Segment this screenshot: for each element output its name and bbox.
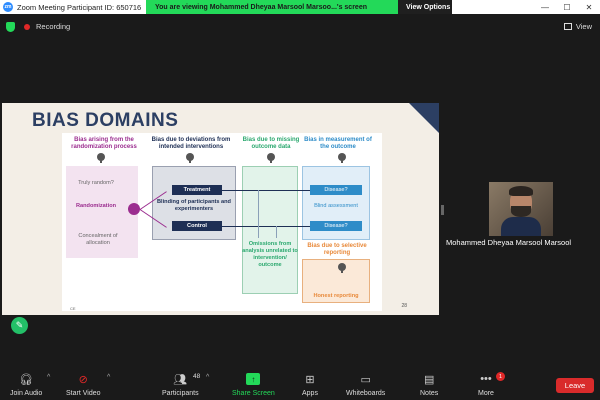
security-shield-icon[interactable] <box>6 22 15 32</box>
minimize-button[interactable]: — <box>541 2 549 12</box>
slide-corner-decoration <box>409 103 439 133</box>
truly-random-label: Truly random? <box>78 180 114 186</box>
shared-screen-slide: BIAS DOMAINS Bias arising from the rando… <box>2 103 439 315</box>
connector-line-missing-b <box>276 226 277 238</box>
pin-deviations-icon <box>186 153 194 163</box>
participant-body <box>501 217 541 236</box>
whiteboard-icon: ▭ <box>360 373 371 386</box>
view-options-label: View Options <box>406 3 451 11</box>
header-measurement: Bias in measurement of the outcome <box>304 137 372 150</box>
randomization-node-icon <box>128 203 140 215</box>
window-controls: — ☐ ✕ <box>534 0 600 14</box>
participants-icon: 👥︎ <box>173 373 188 386</box>
header-reporting: Bias due to selective reporting <box>307 243 367 256</box>
treatment-box: Treatment <box>172 185 222 195</box>
participant-video-tile[interactable] <box>489 182 553 236</box>
share-screen-button[interactable]: ↑ Share Screen <box>232 372 275 397</box>
randomization-label: Randomization <box>75 203 117 209</box>
apps-icon: ⊞ <box>305 373 315 386</box>
participant-name: Mohammed Dheyaa Marsool Marsool <box>446 238 572 247</box>
start-video-label: Start Video <box>66 390 101 397</box>
slide-number: 28 <box>401 303 407 309</box>
more-label: More <box>478 390 494 397</box>
share-screen-icon: ↑ <box>246 373 261 385</box>
share-screen-label: Share Screen <box>232 390 275 397</box>
maximize-button[interactable]: ☐ <box>563 2 571 12</box>
splitter-handle[interactable] <box>441 205 444 215</box>
more-button[interactable]: ••• More <box>478 372 494 397</box>
recording-dot-icon <box>24 23 30 30</box>
honest-reporting-label: Honest reporting <box>313 293 359 299</box>
apps-label: Apps <box>302 390 318 397</box>
missing-data-panel <box>242 166 298 294</box>
view-button[interactable]: View <box>563 22 592 31</box>
view-label: View <box>575 22 592 31</box>
participants-chevron-icon[interactable]: ^ <box>206 374 210 381</box>
pin-randomization-icon <box>97 153 105 163</box>
video-options-chevron-icon[interactable]: ^ <box>107 374 111 381</box>
header-missing-data: Bias due to missing outcome data <box>242 137 300 150</box>
connector-line-missing-a <box>258 190 259 238</box>
participants-label: Participants <box>162 390 199 397</box>
concealment-label: Concealment of allocation <box>78 233 118 246</box>
whiteboards-button[interactable]: ▭ Whiteboards <box>346 372 386 398</box>
recording-label: Recording <box>36 22 71 31</box>
grid-view-icon <box>563 23 572 30</box>
recording-indicator[interactable]: Recording <box>24 22 70 31</box>
connector-line-top <box>222 190 310 191</box>
view-options-button[interactable]: View Options ∨ <box>398 0 458 14</box>
whiteboards-label: Whiteboards <box>346 390 386 397</box>
start-video-button[interactable]: ⊘ Start Video <box>66 372 101 398</box>
participants-button[interactable]: 👥︎ Participants <box>162 372 199 398</box>
connector-line-bottom <box>222 226 310 227</box>
slide-title: BIAS DOMAINS <box>32 110 179 131</box>
leave-button[interactable]: Leave <box>556 378 594 393</box>
close-button[interactable]: ✕ <box>585 2 593 12</box>
video-off-icon: ⊘ <box>78 373 88 386</box>
reporting-panel <box>302 259 370 303</box>
randomization-panel <box>66 166 138 258</box>
bias-diagram: Bias arising from the randomization proc… <box>62 133 382 311</box>
notes-button[interactable]: ▤ Notes <box>420 372 439 398</box>
pin-reporting-icon <box>338 263 346 273</box>
audio-options-chevron-icon[interactable]: ^ <box>47 374 51 381</box>
participant-beard <box>511 206 531 217</box>
headphones-icon: 🎧︎ <box>19 373 34 386</box>
omissions-label: Omissions from analysis unrelated to int… <box>242 241 298 268</box>
join-audio-label: Join Audio <box>10 390 43 397</box>
participant-hair <box>509 186 533 196</box>
zoom-logo-icon: zm <box>3 2 13 12</box>
more-dots-icon: ••• <box>480 373 492 385</box>
window-title: Zoom Meeting Participant ID: 650716 <box>17 2 142 12</box>
apps-button[interactable]: ⊞ Apps <box>302 372 318 398</box>
join-audio-button[interactable]: 🎧︎ Join Audio <box>10 372 43 398</box>
chevron-down-icon: ∨ <box>453 4 458 11</box>
participants-count: 48 <box>193 373 201 380</box>
header-randomization: Bias arising from the randomization proc… <box>71 137 137 150</box>
viewing-banner-text: You are viewing Mohammed Dheyaa Marsool … <box>146 0 398 14</box>
pin-missing-icon <box>267 153 275 163</box>
pin-measurement-icon <box>338 153 346 163</box>
annotate-pencil-icon[interactable]: ✎ <box>11 317 28 334</box>
meeting-toolbar: 🎧︎ Join Audio ^ ⊘ Start Video ^ 👥︎ Parti… <box>0 366 600 400</box>
notes-icon: ▤ <box>423 373 435 386</box>
slide-logo: CE <box>70 306 76 311</box>
disease-box-1: Disease? <box>310 185 362 195</box>
more-badge: 1 <box>496 372 505 381</box>
control-box: Control <box>172 221 222 231</box>
blind-assessment-label: Blind assessment <box>314 203 358 209</box>
header-deviations: Bias due to deviations from intended int… <box>151 137 231 150</box>
disease-box-2: Disease? <box>310 221 362 231</box>
notes-label: Notes <box>420 390 439 397</box>
blinding-label: Blinding of participants and experimente… <box>157 199 231 212</box>
viewing-banner: You are viewing Mohammed Dheyaa Marsool … <box>146 0 458 14</box>
